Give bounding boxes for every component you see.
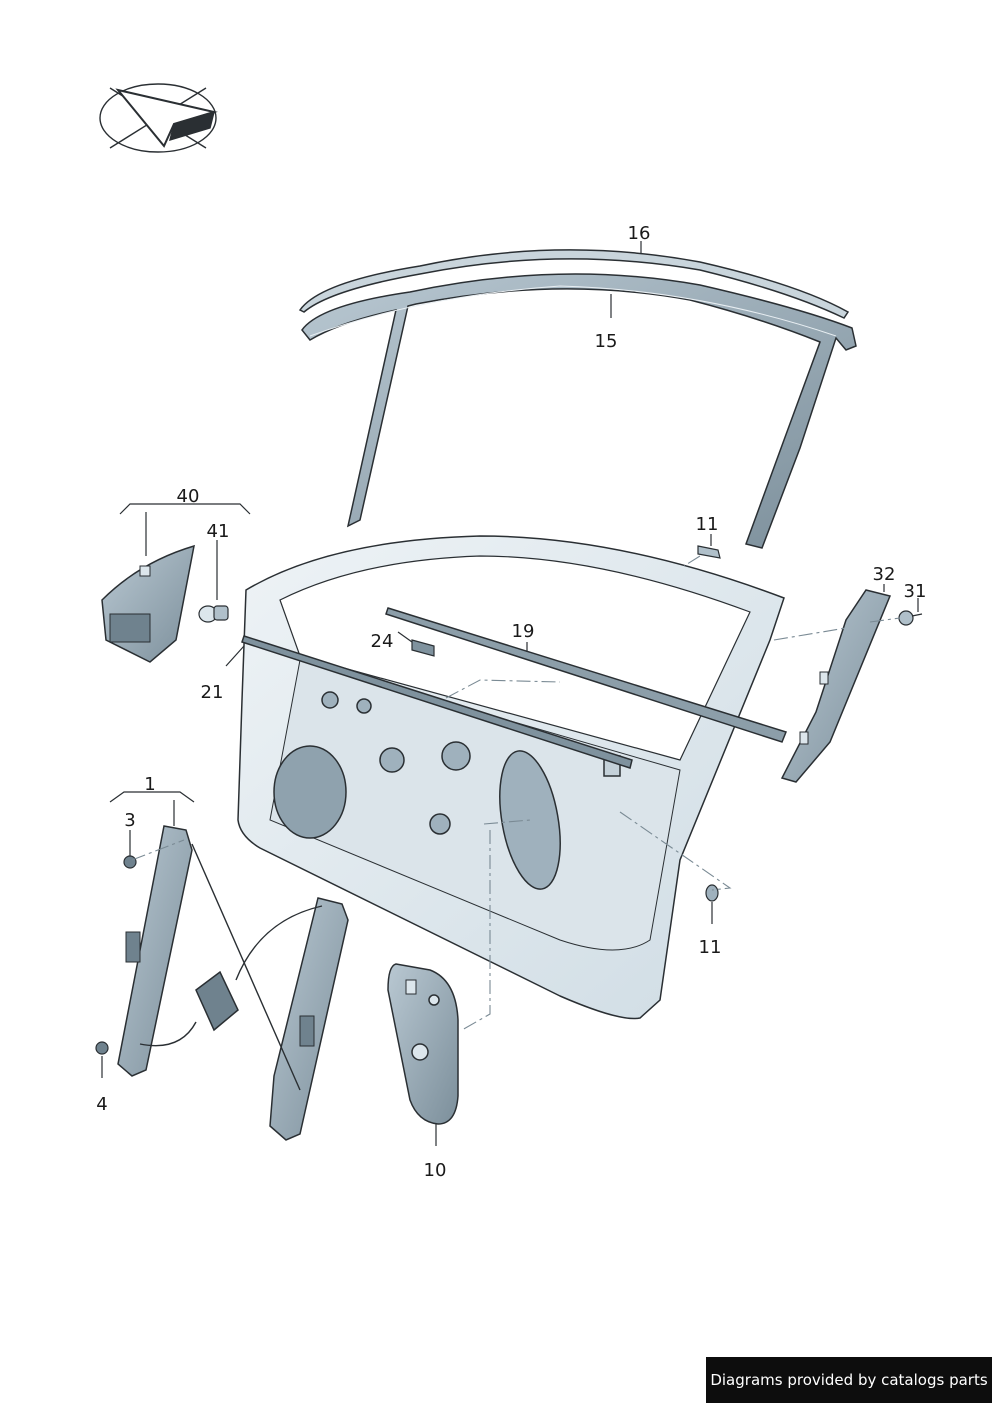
part-label-16: 16	[627, 223, 651, 244]
part-1-window-regulator	[117, 825, 349, 1141]
part-label-3: 3	[124, 810, 136, 831]
part-label-32: 32	[872, 564, 896, 585]
part-21-belt-strip	[241, 635, 633, 769]
door-shell	[237, 535, 785, 1020]
credit-text: Diagrams provided by catalogs parts	[710, 1371, 988, 1389]
part-label-1: 1	[144, 774, 156, 795]
part-41-clip	[198, 605, 229, 623]
part-4-nut	[95, 1041, 109, 1055]
part-label-11-upper: 11	[695, 514, 719, 535]
part-10-carrier-plate	[387, 963, 459, 1125]
leader-lines	[101, 241, 919, 1146]
part-label-4: 4	[96, 1094, 108, 1115]
part-label-41: 41	[206, 521, 230, 542]
part-31-screw	[898, 610, 923, 626]
part-label-21: 21	[200, 682, 224, 703]
part-label-24: 24	[370, 631, 394, 652]
part-11-tab-upper	[697, 545, 721, 559]
part-label-19: 19	[511, 621, 535, 642]
part-label-40: 40	[176, 486, 200, 507]
part-label-15: 15	[594, 331, 618, 352]
part-19-belt-moulding	[385, 607, 787, 743]
orientation-icon	[99, 83, 218, 153]
part-32-rail-cover	[780, 589, 892, 783]
part-40-mirror-cover	[101, 544, 195, 663]
part-label-11-lower: 11	[698, 937, 722, 958]
part-label-31: 31	[903, 581, 927, 602]
part-24-pad	[411, 639, 435, 657]
part-16-outer-seal	[298, 249, 850, 319]
part-15-window-frame	[301, 273, 857, 549]
part-3-nut	[123, 855, 137, 869]
part-label-10: 10	[423, 1160, 447, 1181]
assembly-dash-lines	[131, 555, 901, 1031]
part-11-plug-lower	[705, 884, 719, 902]
diagram-credit-badge: Diagrams provided by catalogs parts	[706, 1357, 992, 1403]
